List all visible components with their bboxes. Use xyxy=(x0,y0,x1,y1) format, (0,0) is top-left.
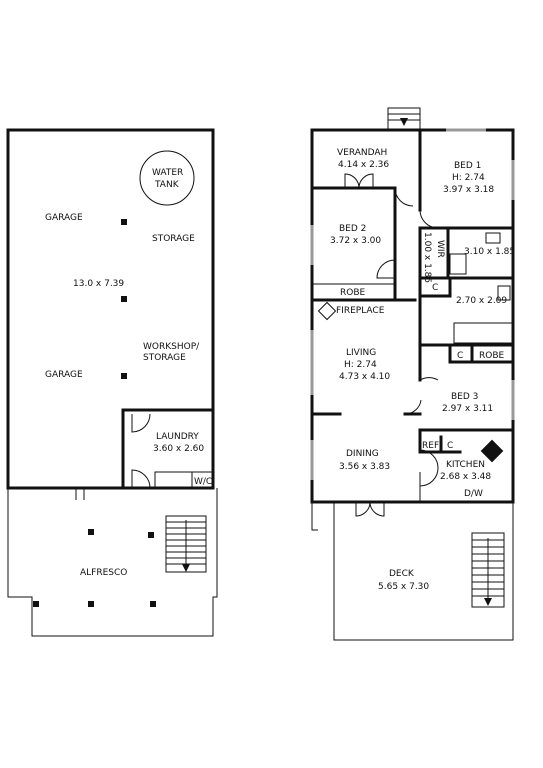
kitchen-label: KITCHEN xyxy=(446,460,485,470)
laundry-label: LAUNDRY xyxy=(156,432,199,442)
bathroom-dims-label: 2.70 x 2.09 xyxy=(456,296,507,306)
deck-stairs xyxy=(471,532,505,608)
stove-icon xyxy=(480,439,504,463)
c-top-label: C xyxy=(432,283,438,293)
bed1-door-swing xyxy=(419,209,439,229)
c-mid-label: C xyxy=(457,351,463,361)
deck-stair-arrow-head xyxy=(484,598,492,606)
wir-label: WIR xyxy=(435,240,445,258)
alfresco-area: ALFRESCO xyxy=(7,488,218,637)
deck-outline xyxy=(312,501,514,641)
bed3-dims-label: 2.97 x 3.11 xyxy=(442,404,493,414)
workshop-label-line2: STORAGE xyxy=(143,353,186,363)
water-tank-label-line2: TANK xyxy=(154,180,180,190)
column xyxy=(121,373,127,379)
fireplace-label: FIREPLACE xyxy=(336,306,385,316)
bed1-label: BED 1 xyxy=(454,161,481,171)
ref-label: REF xyxy=(422,441,439,451)
living-dims-label: 4.73 x 4.10 xyxy=(339,372,390,382)
deck-door-swing-2 xyxy=(369,501,385,517)
verandah-dims-label: 4.14 x 2.36 xyxy=(338,160,389,170)
garage-building: GARAGE STORAGE 13.0 x 7.39 WORKSHOP/ STO… xyxy=(6,128,215,490)
bed2-door-swing xyxy=(376,259,396,279)
bathtub xyxy=(453,322,513,344)
column xyxy=(88,529,94,535)
water-tank-icon xyxy=(139,150,195,206)
alfresco-label: ALFRESCO xyxy=(80,568,127,578)
alfresco-stair-arrow-head xyxy=(182,564,190,572)
wir-dims-label: 1.00 x 1.85 xyxy=(422,232,432,283)
kitchen-dims-label: 2.68 x 3.48 xyxy=(440,472,491,482)
deck-outer-outline xyxy=(311,502,318,531)
alfresco-outline xyxy=(7,488,218,637)
c-kitchen-label: C xyxy=(447,441,453,451)
deck-dims-label: 5.65 x 7.30 xyxy=(378,582,429,592)
workshop-label-line1: WORKSHOP/ xyxy=(143,342,200,352)
garage-outer-wall xyxy=(6,128,215,490)
laundry-dims-label: 3.60 x 2.60 xyxy=(153,444,204,454)
laundry-door-swing xyxy=(131,413,151,433)
ensuite-dims-label: 3.10 x 1.85 xyxy=(464,247,515,257)
alfresco-door xyxy=(75,488,85,500)
bed1-height-label: H: 2.74 xyxy=(452,173,485,183)
verandah-stairs xyxy=(387,107,421,131)
ensuite-basin xyxy=(485,232,501,244)
living-door-swing xyxy=(404,399,422,415)
house-building: VERANDAH 4.14 x 2.36 BED 1 H: 2.74 3.97 … xyxy=(310,107,515,504)
bath-basin xyxy=(497,285,511,301)
bed2-dims-label: 3.72 x 3.00 xyxy=(330,236,381,246)
bed1-dims-label: 3.97 x 3.18 xyxy=(443,185,494,195)
column xyxy=(33,601,39,607)
bed2-door-swing-top xyxy=(394,187,414,207)
deck-door-swing xyxy=(355,501,371,517)
verandah-door-swing-2 xyxy=(358,173,374,189)
verandah-label: VERANDAH xyxy=(337,148,387,158)
wc-box xyxy=(154,471,214,489)
dw-label: D/W xyxy=(464,489,483,499)
robe-bed2-label: ROBE xyxy=(340,288,366,298)
living-label: LIVING xyxy=(346,348,376,358)
column xyxy=(121,296,127,302)
bed2-label: BED 2 xyxy=(339,224,366,234)
deck-label: DECK xyxy=(389,569,415,579)
column xyxy=(88,601,94,607)
storage-label: STORAGE xyxy=(152,234,195,244)
water-tank-label-line1: WATER xyxy=(152,168,183,178)
garage-bottom-label: GARAGE xyxy=(45,370,83,380)
garage-top-label: GARAGE xyxy=(45,213,83,223)
bed3-label: BED 3 xyxy=(451,392,478,402)
dining-door-swing xyxy=(419,449,439,487)
dining-dims-label: 3.56 x 3.83 xyxy=(339,462,390,472)
verandah-stair-arrow-head xyxy=(400,118,408,126)
garage-dims-label: 13.0 x 7.39 xyxy=(73,279,124,289)
laundry-door-swing-2 xyxy=(131,469,151,489)
verandah-door-swing xyxy=(344,173,360,189)
column xyxy=(150,601,156,607)
column xyxy=(121,219,127,225)
fireplace-icon xyxy=(317,301,337,321)
dining-label: DINING xyxy=(346,449,379,459)
wc-label: W/C xyxy=(194,477,212,487)
deck-area: DECK 5.65 x 7.30 xyxy=(311,501,514,641)
bed3-door-swing xyxy=(419,377,439,381)
robe-bed3-label: ROBE xyxy=(479,351,505,361)
living-height-label: H: 2.74 xyxy=(344,360,377,370)
ensuite-toilet xyxy=(449,253,467,275)
column xyxy=(148,532,154,538)
